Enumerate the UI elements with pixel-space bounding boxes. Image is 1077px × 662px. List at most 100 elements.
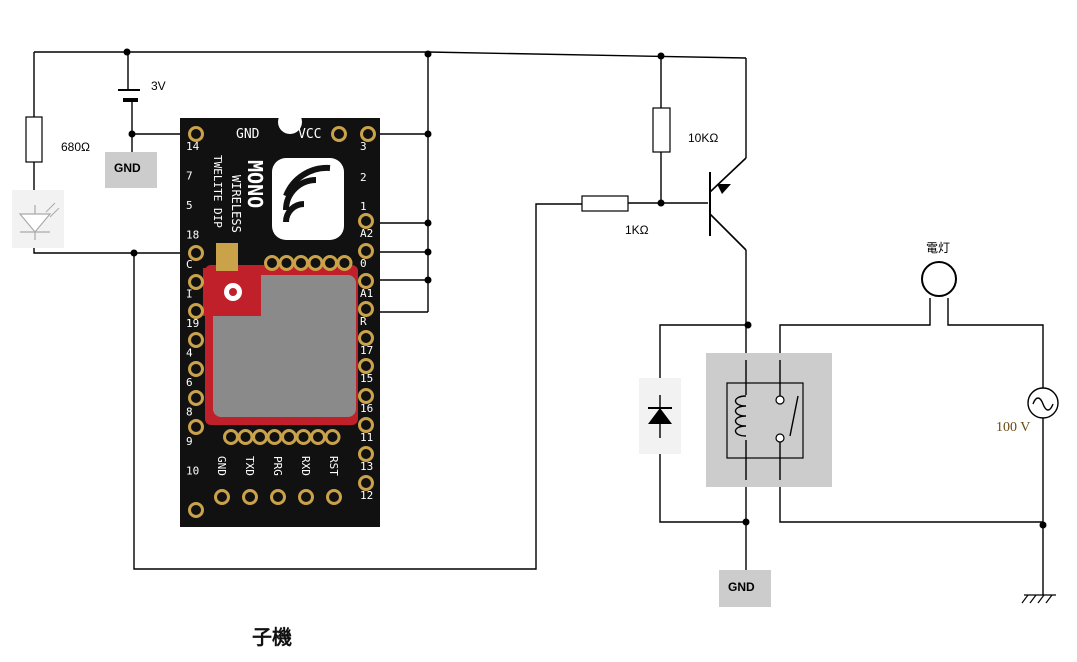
- gnd-box-bottom: GND: [719, 570, 771, 607]
- lamp-label: 電灯: [926, 241, 950, 255]
- pad-chip-top: [293, 255, 309, 271]
- pad-chip: [252, 429, 268, 445]
- pad-right: [358, 273, 374, 289]
- right-pin-label: 12: [360, 489, 373, 502]
- diode-icon: [639, 378, 681, 454]
- pad-left: [188, 274, 204, 290]
- pad-bottom: [326, 489, 342, 505]
- pad-chip: [310, 429, 326, 445]
- lamp-right-wire: [947, 298, 1044, 388]
- right-pin-label: 11: [360, 431, 373, 444]
- pad-vcc: [360, 126, 376, 142]
- antenna-pad: [216, 243, 238, 271]
- pad-right: [358, 446, 374, 462]
- pad-gnd: [188, 126, 204, 142]
- right-pin-label: 1: [360, 200, 367, 213]
- pad-bottom: [214, 489, 230, 505]
- resistor-680-label: 680Ω: [61, 140, 90, 154]
- pad-right: [358, 330, 374, 346]
- resistor-10k-label: 10KΩ: [688, 131, 718, 145]
- relay-icon: [706, 353, 832, 487]
- bottom-pin-label: GND: [215, 456, 228, 476]
- pad-right: [358, 417, 374, 433]
- left-pin-label: 4: [186, 347, 193, 360]
- pad-chip: [295, 429, 312, 445]
- pad-right: [358, 358, 374, 374]
- pad-chip: [266, 429, 283, 445]
- right-pin-label: 3: [360, 140, 367, 153]
- pad-right: [358, 243, 374, 259]
- led-icon: [12, 190, 64, 248]
- right-pin-label: 15: [360, 372, 373, 385]
- junctions: [123, 48, 1047, 529]
- pad-chip: [324, 429, 341, 445]
- earth-ground-icon: [1021, 594, 1056, 604]
- ac-source-icon: [1027, 387, 1059, 419]
- diode-bottom-wire: [659, 438, 746, 523]
- right-pin-label: 17: [360, 344, 373, 357]
- caption: 子機: [252, 625, 292, 649]
- pad-left: [188, 419, 204, 435]
- model-name: TWELITE DIP: [211, 155, 224, 228]
- right-pin-label: A1: [360, 287, 373, 300]
- left-pin-label: 10: [186, 465, 199, 478]
- resistor-1k: [581, 195, 629, 212]
- pad-chip-top: [336, 255, 353, 271]
- pad-bottom: [270, 489, 286, 505]
- pad-chip-top: [307, 255, 324, 271]
- bottom-pin-label: RST: [327, 456, 340, 476]
- twelite-module: MONO WIRELESS TWELITE DIP GND VCC 1 4 7 5 18…: [180, 110, 380, 527]
- bottom-pin-label: TXD: [243, 456, 256, 476]
- ac-voltage-label: 100 V: [996, 420, 1030, 435]
- left-pin-label: 6: [186, 376, 193, 389]
- diode-top-wire: [659, 324, 746, 395]
- bottom-pin-row: GND TXD PRG RXD RST: [215, 456, 340, 476]
- left-pin-label: 18: [186, 229, 199, 242]
- right-pin-label: 0: [360, 257, 367, 270]
- left-pin-label: 9: [186, 435, 193, 448]
- pad-right: [358, 213, 374, 229]
- pad-bottom-left: [188, 502, 204, 518]
- top-right-pin-label: VCC: [298, 127, 321, 142]
- left-pin-label: I: [186, 288, 193, 301]
- resistor-680: [25, 116, 43, 163]
- pad-left: [188, 245, 204, 261]
- bottom-pin-label: RXD: [299, 456, 312, 476]
- gnd-bottom-label: GND: [728, 580, 755, 594]
- brand-mono: MONO: [243, 160, 267, 208]
- lamp-icon: [921, 261, 957, 297]
- relay-contact-bottom-wire: [779, 480, 1043, 523]
- right-pin-label: R: [360, 315, 367, 328]
- relay-contact-top-wire: [779, 298, 931, 360]
- pad-chip: [281, 429, 297, 445]
- pin-pads: [188, 126, 376, 518]
- pad-left: [188, 361, 204, 377]
- control-line-wire: [133, 203, 582, 570]
- pad-chip: [237, 429, 254, 445]
- gnd-left-label: GND: [114, 161, 141, 175]
- brand-wireless: WIRELESS: [229, 175, 243, 233]
- pad-right: [358, 388, 374, 404]
- left-pin-label: 7: [186, 170, 193, 183]
- top-rail-wire: [34, 51, 747, 59]
- left-pin-label: 5: [186, 199, 193, 212]
- pad-left: [188, 390, 204, 406]
- pad-chip-top: [322, 255, 338, 271]
- pad-left: [188, 303, 204, 319]
- pad-chip-top: [264, 255, 280, 271]
- pad-right: [358, 301, 374, 317]
- npn-transistor-icon: [709, 157, 747, 251]
- battery-icon: [118, 89, 140, 102]
- bottom-pin-label: PRG: [271, 456, 284, 476]
- left-pin-label: C: [186, 258, 193, 271]
- pad-left: [188, 332, 204, 348]
- pad-bottom: [298, 489, 314, 505]
- right-pin-label: 13: [360, 460, 373, 473]
- top-left-pin-label: GND: [236, 127, 260, 142]
- pad-bottom: [242, 489, 258, 505]
- gnd-box-left: GND: [105, 152, 157, 188]
- pad-chip-top: [278, 255, 295, 271]
